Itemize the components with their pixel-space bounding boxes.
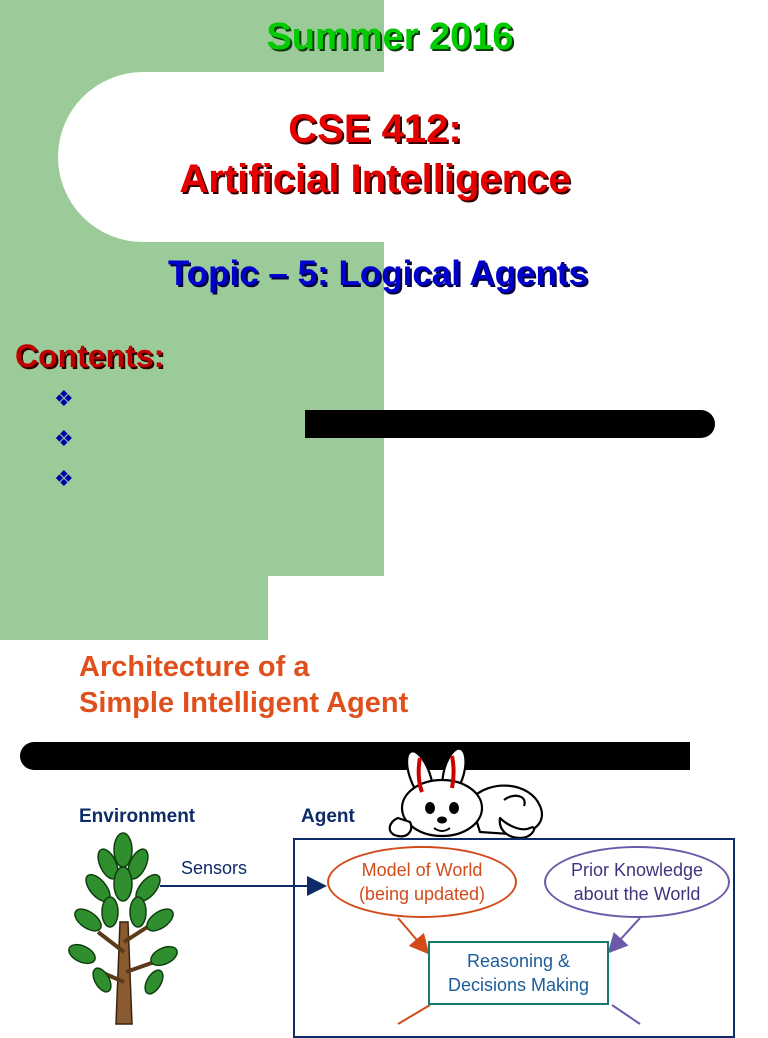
diamond-bullet-icon: ❖	[54, 426, 74, 451]
sensors-label: Sensors	[181, 858, 248, 878]
architecture-title-line2: Simple Intelligent Agent	[79, 687, 409, 719]
prior-line1: Prior Knowledge	[570, 860, 704, 880]
title-pill-background	[58, 72, 768, 242]
prior-to-reasoning-arrow	[607, 917, 641, 954]
course-code: CSE 412:	[288, 107, 462, 151]
second-slide-panel	[63, 640, 768, 1024]
rabbit-icon	[388, 747, 543, 840]
prior-line2: about the World	[573, 884, 701, 904]
topic-title: Topic – 5: Logical Agents	[167, 254, 589, 293]
course-title: CSE 412: Artificial Intelligence	[0, 104, 750, 204]
term-title: Summer 2016	[266, 16, 514, 58]
reasoning-node: Reasoning & Decisions Making	[428, 941, 609, 1005]
diamond-bullet-icon: ❖	[54, 466, 74, 491]
model-line1: Model of World	[361, 860, 483, 880]
model-line2: (being updated)	[358, 884, 486, 904]
redaction-bar	[20, 742, 690, 770]
reasoning-to-action-arrow-right	[611, 1004, 641, 1025]
tree-icon	[68, 832, 178, 1025]
reasoning-to-action-arrow-left	[397, 1004, 431, 1025]
model-to-reasoning-arrow	[397, 917, 430, 955]
contents-heading: Contents:	[15, 338, 165, 374]
diamond-bullet-icon: ❖	[54, 386, 74, 411]
environment-label: Environment	[79, 806, 196, 827]
prior-knowledge-node: Prior Knowledge about the World	[544, 846, 730, 918]
agent-label: Agent	[301, 806, 355, 827]
reasoning-line2: Decisions Making	[447, 975, 590, 995]
redaction-bar	[305, 410, 715, 438]
model-of-world-node: Model of World (being updated)	[327, 846, 517, 918]
reasoning-line1: Reasoning &	[466, 951, 571, 971]
green-background-strip	[0, 576, 268, 640]
architecture-title: Architecture of a Simple Intelligent Age…	[79, 649, 408, 721]
course-name: Artificial Intelligence	[179, 157, 571, 201]
architecture-title-line1: Architecture of a	[79, 651, 310, 683]
